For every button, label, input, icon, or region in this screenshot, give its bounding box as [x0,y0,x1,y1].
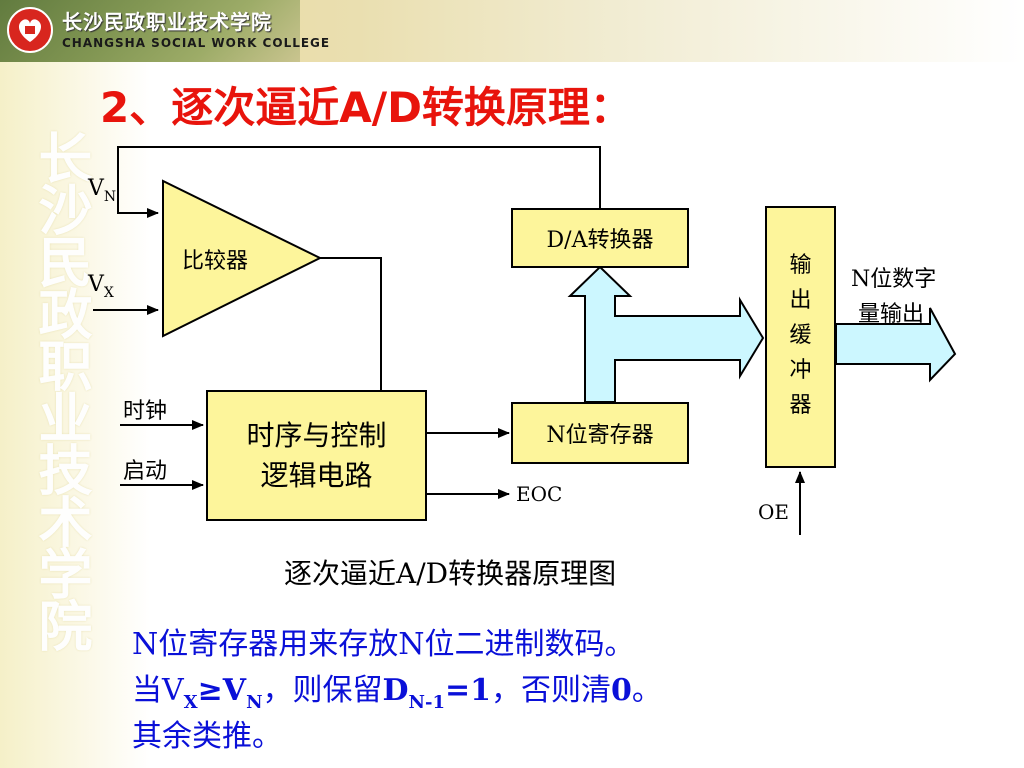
control-box: 时序与控制 逻辑电路 [206,390,427,521]
note-line-3: 其余类推。 [132,719,282,754]
output-label-line1: N位数字 [851,267,937,292]
slide-title: 2、逐次逼近A/D转换原理： [100,83,632,132]
comparator-output-wire [320,257,382,390]
vx-label: VX [88,272,114,301]
note-line-2: 当VX≥VN，则保留DN-1=1，否则清0。 [132,673,662,713]
school-name-en: CHANGSHA SOCIAL WORK COLLEGE [62,36,331,50]
buffer-char: 器 [789,393,812,418]
output-label-line2: 量输出 [858,302,925,327]
control-line2: 逻辑电路 [260,458,373,492]
eoc-label: EOC [516,482,563,506]
register-box: N位寄存器 [511,402,689,464]
vn-label: VN [88,176,117,205]
output-buffer-box: 输 出 缓 冲 器 [765,206,836,468]
vertical-watermark: 长沙民政职业技术学院 [29,130,92,650]
buffer-char: 输 [789,253,812,278]
dac-box: D/A转换器 [511,208,689,268]
comparator-triangle [162,179,323,338]
output-arrow [835,307,957,383]
note-line-1: N位寄存器用来存放N位二进制数码。 [132,627,635,662]
clock-label: 时钟 [123,399,168,424]
feedback-wire [117,146,601,218]
buffer-char: 缓 [789,323,812,348]
left-decorative-band [0,0,150,768]
header-banner: 长沙民政职业技术学院 CHANGSHA SOCIAL WORK COLLEGE [0,0,1024,62]
start-label: 启动 [123,459,168,484]
control-line1: 时序与控制 [246,418,387,452]
school-name-cn: 长沙民政职业技术学院 [62,10,272,34]
diagram-caption: 逐次逼近A/D转换器原理图 [284,557,617,590]
comparator-label: 比较器 [182,249,249,274]
oe-label: OE [758,500,789,524]
school-logo-icon [7,7,53,53]
bus-arrow [567,265,765,403]
buffer-char: 出 [789,288,812,313]
buffer-char: 冲 [789,358,812,383]
